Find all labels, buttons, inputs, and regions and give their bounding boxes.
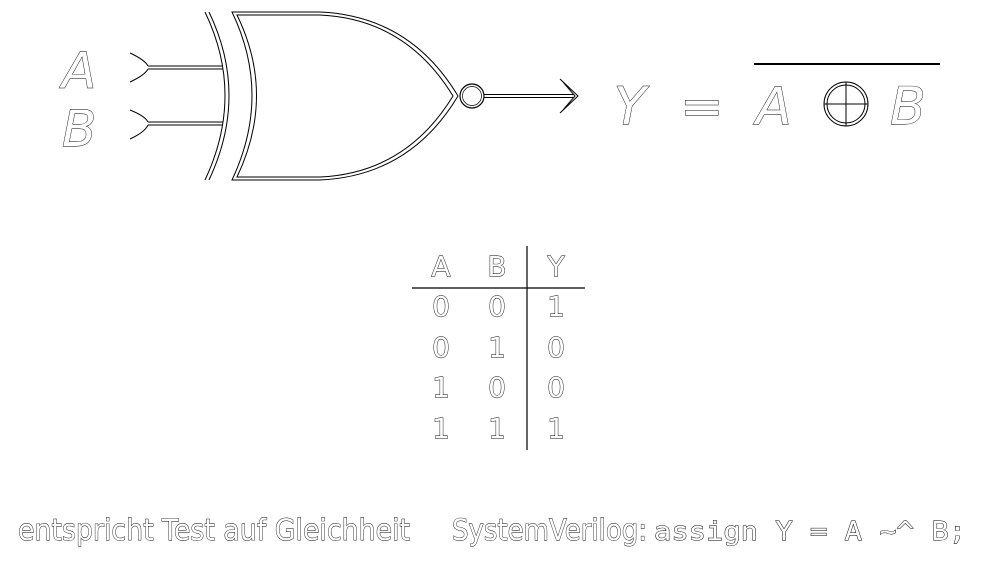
- truth-table: A B Y 0 0 1 0 1 0 1 0 0 1 1 1: [412, 246, 585, 450]
- table-cell-a: 0: [432, 290, 450, 323]
- equality-note: entspricht Test auf Gleichheit: [18, 513, 410, 547]
- inversion-bubble: [459, 83, 485, 109]
- table-header-y: Y: [546, 250, 565, 283]
- table-cell-y: 0: [547, 371, 565, 404]
- output-var-label: Y: [614, 77, 650, 137]
- table-cell-b: 0: [488, 371, 506, 404]
- output-wire: [484, 78, 579, 114]
- table-header-b: B: [487, 250, 506, 283]
- table-cell-y: 0: [547, 331, 565, 364]
- table-cell-b: 1: [488, 412, 506, 445]
- input-a-wire: [129, 52, 223, 83]
- expr-a-label: A: [753, 77, 792, 137]
- table-cell-b: 1: [488, 331, 506, 364]
- table-cell-a: 1: [432, 412, 450, 445]
- systemverilog-label: SystemVerilog:: [452, 513, 647, 547]
- systemverilog-code: assign Y = A ~^ B;: [654, 517, 966, 547]
- equals-sign: =: [680, 77, 724, 137]
- table-cell-a: 0: [432, 331, 450, 364]
- xnor-gate-body: [231, 11, 459, 181]
- table-cell-y: 1: [547, 412, 565, 445]
- table-cell-y: 1: [547, 290, 565, 323]
- xor-back-curve: [204, 11, 230, 181]
- xnor-expression: A B: [753, 63, 940, 137]
- expr-b-label: B: [890, 77, 926, 137]
- input-b-label: B: [62, 100, 96, 158]
- table-header-a: A: [431, 250, 450, 283]
- xor-circle-plus-icon: [823, 81, 869, 127]
- table-cell-b: 0: [488, 290, 506, 323]
- table-cell-a: 1: [432, 371, 450, 404]
- input-b-wire: [129, 109, 223, 140]
- input-a-label: A: [59, 42, 96, 100]
